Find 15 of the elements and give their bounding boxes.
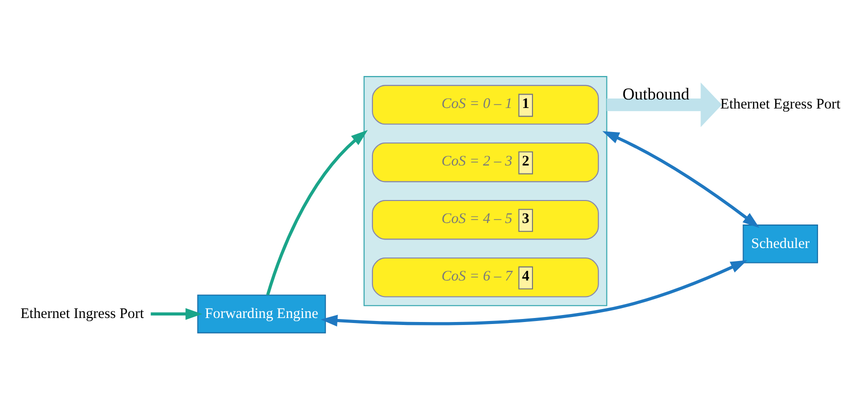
node-box: CoS = 2 – 3 2 <box>372 142 599 182</box>
node-box: CoS = 0 – 1 1 <box>372 84 599 124</box>
node-box: Forwarding Engine <box>197 294 326 333</box>
node-text: Ethernet Ingress Port <box>20 305 144 322</box>
edge-label: Outbound <box>622 84 690 103</box>
node-box: CoS = 6 – 7 4 <box>372 257 599 297</box>
arrow <box>150 308 202 320</box>
arrow <box>320 260 748 326</box>
node-box: CoS = 4 – 5 3 <box>372 199 599 240</box>
cluster <box>364 76 608 306</box>
arrow <box>602 130 760 228</box>
arrow <box>606 82 722 127</box>
arrow <box>266 130 368 295</box>
node-box: Scheduler <box>742 224 818 263</box>
node-text: Ethernet Egress Port <box>720 96 840 112</box>
